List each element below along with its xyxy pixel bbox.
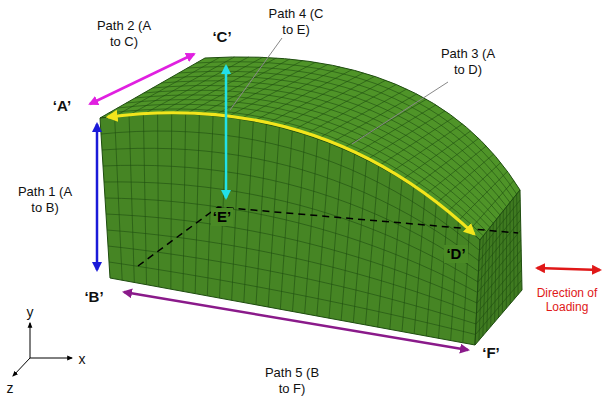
mesh-line (144, 90, 497, 219)
mesh-line (161, 81, 503, 211)
mesh-line (170, 76, 507, 207)
mesh-line (104, 182, 478, 282)
mesh-line (107, 230, 477, 314)
front-face (100, 114, 480, 345)
mesh-line (105, 198, 478, 293)
point-label: ‘D’ (444, 245, 467, 263)
mesh-line (126, 100, 490, 228)
point-label: ‘E’ (211, 208, 233, 226)
mesh-line (108, 246, 476, 324)
mesh-line (196, 62, 516, 194)
path-1-arrow (96, 124, 99, 270)
path-2-arrow (90, 54, 194, 104)
mesh-line (106, 214, 477, 303)
point-label: ‘A’ (51, 97, 73, 115)
mesh-line (479, 210, 520, 261)
loading-arrow (537, 268, 600, 270)
mesh-line (102, 148, 479, 261)
mesh-line (479, 220, 521, 272)
axis-line (13, 358, 30, 376)
axis-label: y (27, 304, 34, 321)
hidden-edge (138, 207, 518, 266)
mesh-line (477, 260, 522, 314)
point-label: ‘F’ (480, 344, 502, 362)
path-3-arrow (108, 113, 474, 234)
axis-line (30, 358, 72, 359)
mesh-line (480, 200, 521, 251)
mesh-line (188, 67, 514, 199)
mesh-line (476, 280, 522, 335)
path-label: Path 4 (C to E) (265, 6, 327, 37)
point-label: ‘C’ (210, 28, 233, 46)
loading-label: Direction of Loading (531, 286, 603, 315)
axis-label: x (79, 351, 86, 368)
point-label: ‘B’ (82, 288, 105, 306)
mesh-line (478, 240, 522, 293)
leader-line (230, 38, 282, 110)
path-label: Path 5 (B to F) (261, 365, 323, 396)
path-label: Path 2 (A to C) (93, 18, 155, 49)
mesh-line (476, 270, 522, 324)
mesh-line (477, 250, 521, 303)
mesh-line (109, 109, 484, 236)
path-4-arrow (225, 66, 228, 198)
path-5-arrow (124, 292, 468, 350)
mesh-line (179, 71, 510, 202)
path-label: Path 1 (A to B) (14, 184, 76, 215)
path-label: Path 3 (A to D) (437, 46, 499, 77)
mesh-line (478, 230, 521, 282)
mesh-line (103, 165, 479, 271)
axis-label: z (7, 380, 14, 397)
leader-line (352, 82, 448, 144)
axis-line (30, 323, 31, 358)
